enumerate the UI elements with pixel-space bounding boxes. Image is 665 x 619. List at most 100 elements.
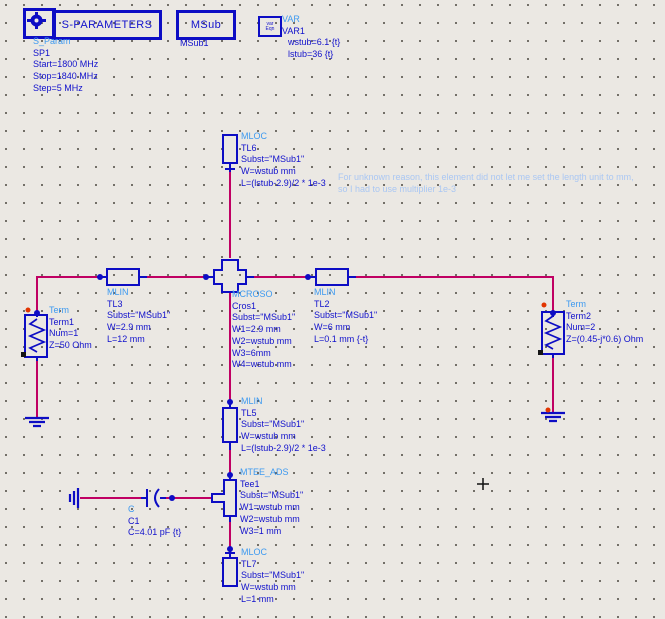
var-eqn-icon[interactable]: var Eqn <box>258 16 282 37</box>
param-line: Num=2 <box>566 322 596 333</box>
param-line: W1=2.9 mm <box>232 324 281 335</box>
component-type-label: Term <box>49 305 69 315</box>
instance-label: Term1 <box>49 316 75 327</box>
component-type-label: MTEE_ADS <box>240 467 289 477</box>
param-line: W=6 mm <box>314 322 351 333</box>
msub-label-block[interactable]: MSub1 <box>180 38 209 50</box>
param-line: W1=wstub mm <box>240 502 300 513</box>
param-line: Num=1 <box>49 328 79 339</box>
param-line: W2=wstub mm <box>232 335 292 346</box>
ground-capacitor[interactable] <box>68 488 80 508</box>
param-line: Subst="MSub1" <box>232 312 296 323</box>
param-line: W4=wstub mm <box>232 359 292 370</box>
instance-label: TL7 <box>241 558 257 569</box>
ground-term1[interactable] <box>25 416 49 428</box>
note-line-2: so I had to use multiplier 1e-3 <box>338 183 457 194</box>
param-line: W3=1 mm <box>240 525 282 536</box>
component-type-label: C <box>128 504 135 514</box>
instance-label: Cros1 <box>232 300 257 311</box>
param-line: Subst="MSub1" <box>107 310 171 321</box>
junction-dot <box>227 472 233 478</box>
term1-pin-marker <box>21 352 26 357</box>
instance-label: TL3 <box>107 298 123 309</box>
param-line: C=4.01 pF {t} <box>128 527 182 538</box>
param-line: L=(lstub-2.9)/2 * 1e-3 <box>241 442 326 453</box>
instance-label: MSub1 <box>180 38 209 48</box>
term2-pin-marker <box>538 350 543 355</box>
msub-title: MSub <box>190 19 222 31</box>
instance-label: SP1 <box>33 47 51 58</box>
param-list: wstub=6.1 {t}lstub=36 {t} <box>282 37 340 60</box>
var-icon-text-bottom: Eqn <box>265 25 275 32</box>
instance-label: Tee1 <box>240 478 260 489</box>
wire-tl2-to-term2[interactable] <box>350 276 554 313</box>
mloc-tl6-symbol[interactable] <box>222 134 238 164</box>
param-line: Subst="MSub1" <box>241 154 305 165</box>
capacitor-c1-symbol[interactable] <box>146 488 160 508</box>
note-line-1: For unknown reason, this element did not… <box>338 172 634 182</box>
param-line: Start=1800 MHz <box>33 59 99 70</box>
param-line: W=wstub mm <box>241 166 296 177</box>
term2-symbol[interactable] <box>538 311 565 355</box>
junction-dot <box>227 546 233 552</box>
param-line: Subst="MSub1" <box>241 419 305 430</box>
component-type-label: MLOC <box>241 131 268 141</box>
param-line: Subst="MSub1" <box>314 310 378 321</box>
mlin-tl3-symbol[interactable] <box>106 268 140 286</box>
mcroso-cros1-symbol[interactable] <box>213 259 247 293</box>
msub-title-box[interactable]: MSub <box>176 10 236 40</box>
param-line: Stop=1840 MHz <box>33 71 98 82</box>
param-line: lstub=36 {t} <box>288 49 334 60</box>
instance-label: TL5 <box>241 407 257 418</box>
param-line: Subst="MSub1" <box>240 490 304 501</box>
mloc-tl7-symbol[interactable] <box>222 557 238 587</box>
param-line: L=1 mm <box>241 593 274 604</box>
junction-dot <box>203 274 209 280</box>
junction-dot <box>169 495 175 501</box>
mlin-tl5-symbol[interactable] <box>222 407 238 443</box>
sparameters-title-box[interactable]: S-PARAMETERS <box>52 10 162 40</box>
red-pin-dot <box>545 407 551 413</box>
instance-label: C1 <box>128 515 140 526</box>
instance-label: Term2 <box>566 310 592 321</box>
component-type-label: MCROSO <box>232 289 273 299</box>
red-pin-dot <box>25 307 31 313</box>
ground-term2[interactable] <box>541 411 565 423</box>
term1-symbol[interactable] <box>21 314 48 358</box>
param-line: W3=6mm <box>232 347 271 358</box>
param-line: L=(lstub-2.9)/2 * 1e-3 <box>241 177 326 188</box>
designer-note: For unknown reason, this element did not… <box>338 172 634 195</box>
component-type-label: VAR <box>282 14 300 24</box>
mlin-tl2-symbol[interactable] <box>315 268 349 286</box>
param-line: Z=50 Ohm <box>49 340 92 351</box>
param-line: W=wstub mm <box>241 582 296 593</box>
param-line: wstub=6.1 {t} <box>288 37 341 48</box>
component-type-label: MLIN <box>314 287 336 297</box>
junction-dot <box>550 310 556 316</box>
var-label-block[interactable]: VAR VAR1 wstub=6.1 {t}lstub=36 {t} <box>282 14 340 61</box>
wire-term1-feed[interactable] <box>36 276 104 313</box>
param-line: Subst="MSub1" <box>241 570 305 581</box>
component-type-label: MLIN <box>107 287 129 297</box>
junction-dots <box>34 274 556 552</box>
crosshair-cursor-icon <box>477 478 489 490</box>
param-line: W=wstub mm <box>241 431 296 442</box>
var-icon-text-top: var <box>266 20 274 27</box>
mtee-tee1-symbol[interactable] <box>211 479 237 517</box>
c1-label-block[interactable]: C C1 C=4.01 pF {t} <box>128 504 181 539</box>
instance-label: TL6 <box>241 142 257 153</box>
gear-icon <box>27 12 46 29</box>
instance-label: VAR1 <box>282 25 305 36</box>
